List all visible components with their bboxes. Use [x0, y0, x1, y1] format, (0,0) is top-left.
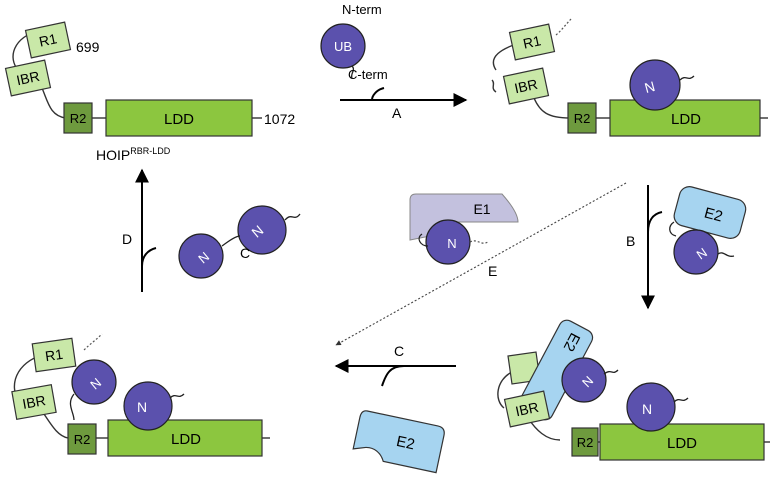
hoip-apo-panel: R1 699 IBR R2 LDD 1072 HOIPRBR-LDD [4, 21, 295, 163]
ibr-domain: IBR [4, 59, 52, 97]
ub-sphere [673, 229, 719, 275]
r1-label: R1 [38, 30, 59, 49]
ldd-domain: LDD [609, 99, 761, 137]
r2-domain: R2 [571, 427, 599, 457]
step-a-label: A [392, 105, 402, 121]
bound-ubiquitin: N [629, 59, 695, 111]
r2-domain: R2 [63, 102, 93, 134]
r2-label: R2 [70, 111, 87, 126]
ibr-label: IBR [15, 68, 41, 89]
e1-label: E1 [473, 201, 490, 217]
r1-domain: R1 [508, 23, 556, 61]
r2-domain: R2 [67, 423, 97, 455]
isopeptide-c-label: C [240, 245, 250, 261]
r1-domain: R1 [31, 337, 77, 373]
step-e-arrow: E [335, 182, 627, 346]
ub-e2-complex: E2 N [669, 186, 747, 275]
ibr-domain: IBR [503, 390, 551, 428]
ibr-label: IBR [21, 392, 47, 412]
e2-label: E2 [395, 433, 416, 453]
ub-c-tail [350, 65, 355, 79]
n-term-marker: N [447, 236, 456, 251]
step-c-label: C [394, 343, 404, 359]
r2-label: R2 [577, 435, 594, 450]
ldd-label: LDD [671, 111, 701, 128]
r1-label: R1 [522, 32, 543, 51]
free-ubiquitin: N-term UB C-term [320, 2, 388, 82]
r2-label: R2 [74, 432, 91, 447]
hoip-product-panel: R1 IBR R2 LDD N N [11, 333, 270, 457]
r2-domain: R2 [567, 102, 597, 134]
step-a-arrow: A [340, 87, 468, 121]
ub-sphere [561, 357, 607, 403]
step-b-label: B [626, 233, 635, 249]
acceptor-ubiquitin: N [123, 381, 185, 431]
r2-label: R2 [574, 111, 591, 126]
ldd-domain: LDD [599, 423, 765, 461]
e2-label: E2 [702, 204, 724, 225]
hoip-e2-ub-panel: E2 IBR N R2 LDD N [497, 319, 770, 461]
n-term-marker: N [642, 401, 652, 417]
released-e2: E2 [352, 410, 445, 474]
step-c-arrow: C [334, 343, 456, 387]
ldd-label: LDD [667, 435, 697, 452]
n-term-label: N-term [342, 2, 382, 17]
ub-label: UB [334, 39, 352, 54]
ub-sphere [178, 233, 224, 279]
step-b-arrow: B [626, 185, 663, 310]
ibr-label: IBR [513, 76, 539, 97]
ibr-label: IBR [514, 399, 540, 420]
hoip-construct-label: HOIPRBR-LDD [96, 146, 171, 163]
r1-label: R1 [44, 346, 64, 364]
ub-e1-complex: E1 N [409, 193, 519, 265]
e2-enzyme [352, 410, 445, 474]
linker-ibr-r2 [41, 87, 67, 119]
hoip-ub-ldd-panel: R1 IBR R2 LDD N [491, 17, 768, 137]
step-d-label: D [122, 231, 132, 247]
bound-ubiquitin: N [626, 382, 689, 432]
ldd-label: LDD [164, 111, 194, 128]
step-e-label: E [488, 263, 497, 279]
ibr-domain: IBR [11, 384, 57, 420]
residue-699-label: 699 [76, 39, 100, 55]
n-term-marker: N [643, 78, 657, 96]
residue-1072-label: 1072 [264, 111, 295, 127]
c-term-label: C-term [348, 67, 388, 82]
r1-domain: R1 [24, 21, 72, 59]
ub-sphere [320, 23, 366, 69]
e2-label: E2 [560, 330, 584, 354]
donor-ubiquitin: N [69, 359, 117, 421]
ub-sphere [237, 205, 287, 255]
step-d-arrow: D [122, 168, 157, 292]
e2-enzyme: E2 [673, 186, 747, 239]
n-term-marker: N [137, 399, 147, 415]
released-diubiquitin: N N C [178, 205, 301, 279]
ldd-domain: LDD [105, 99, 253, 137]
ibr-domain: IBR [502, 67, 550, 105]
ldd-label: LDD [171, 431, 201, 448]
ldd-domain: LDD [107, 419, 263, 457]
